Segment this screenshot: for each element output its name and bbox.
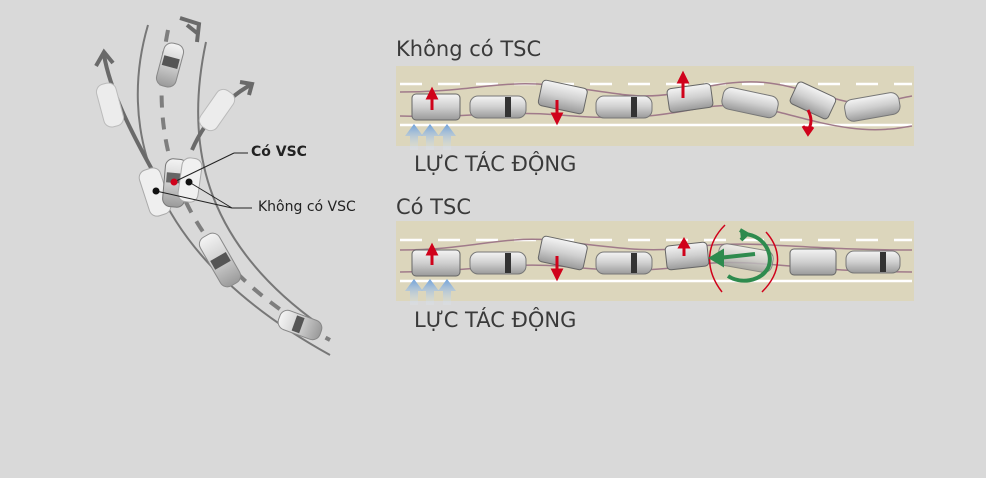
truck-icon xyxy=(469,251,527,275)
force-label-bottom: LỰC TÁC ĐỘNG xyxy=(414,308,577,332)
wind-arrow-icon xyxy=(405,279,456,305)
without-vsc-dot xyxy=(152,187,160,195)
trailer-icon xyxy=(411,93,461,121)
trailer-icon xyxy=(789,248,837,276)
arrow-with-vsc-icon xyxy=(179,16,202,43)
stability-rotation-icon xyxy=(708,228,772,283)
truck-icon xyxy=(469,95,527,119)
without-vsc-dot xyxy=(185,178,193,186)
truck-icon xyxy=(595,251,653,275)
trailer-icon xyxy=(411,249,461,277)
road-without-tsc xyxy=(396,66,914,150)
force-arrow-icon xyxy=(801,109,815,137)
car-icon xyxy=(95,82,125,128)
car-icon xyxy=(277,309,323,341)
truck-icon xyxy=(721,86,779,119)
trailer-icon xyxy=(666,83,714,113)
force-arrow-icon xyxy=(550,100,564,126)
title-without-tsc: Không có TSC xyxy=(396,37,542,61)
force-arrow-icon xyxy=(425,242,439,265)
truck-icon xyxy=(845,250,901,274)
force-arrow-icon xyxy=(425,86,439,110)
force-arrow-icon xyxy=(677,236,691,256)
truck-icon xyxy=(844,92,901,122)
force-arrow-icon xyxy=(550,256,564,282)
car-icon xyxy=(155,42,185,88)
trailer-icon xyxy=(537,235,588,271)
trailer-icon xyxy=(537,79,588,115)
force-arrow-icon xyxy=(676,70,690,98)
label-without-vsc: Không có VSC xyxy=(258,199,356,215)
force-label-top: LỰC TÁC ĐỘNG xyxy=(414,152,577,176)
road-with-tsc xyxy=(396,221,914,305)
car-icon xyxy=(198,232,242,288)
title-with-tsc: Có TSC xyxy=(396,195,472,219)
truck-icon xyxy=(595,95,653,119)
car-icon xyxy=(198,88,236,132)
with-vsc-dot xyxy=(170,178,178,186)
label-with-vsc: Có VSC xyxy=(251,144,307,160)
vsc-road-diagram xyxy=(94,16,331,356)
wind-arrow-icon xyxy=(405,124,456,150)
